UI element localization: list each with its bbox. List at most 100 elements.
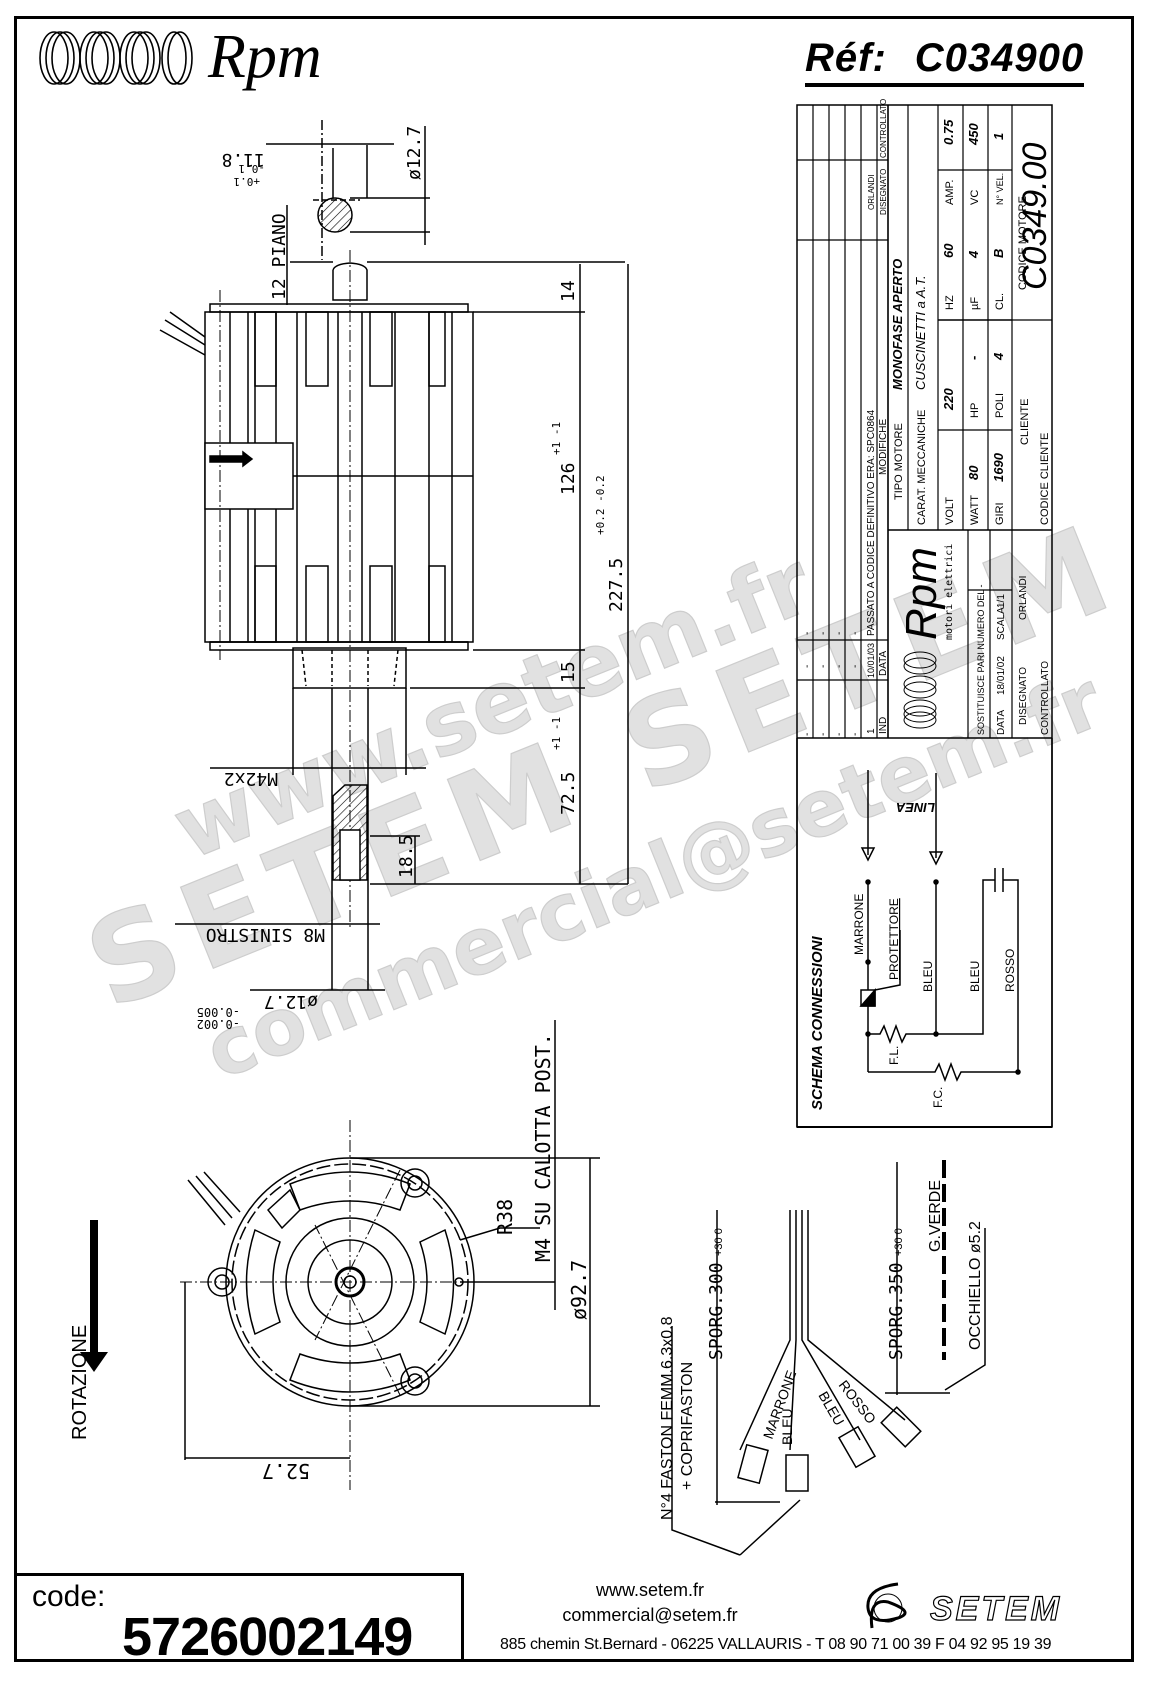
address-line: 885 chemin St.Bernard - 06225 VALLAURIS … — [500, 1636, 1052, 1653]
svg-text:+0.1: +0.1 — [234, 175, 261, 188]
wiring-schema — [796, 738, 1053, 1128]
svg-text:1: 1 — [866, 728, 877, 734]
ref-label: Réf: — [805, 36, 887, 80]
svg-text:-: - — [850, 632, 861, 635]
svg-text:VC: VC — [969, 190, 981, 205]
svg-text:R38: R38 — [493, 1199, 517, 1235]
svg-text:PASSATO A CODICE DEFINITIVO ER: PASSATO A CODICE DEFINITIVO ERA: SPC0864 — [866, 409, 877, 636]
svg-text:4: 4 — [991, 352, 1006, 361]
drawing-frame — [14, 16, 1134, 1662]
svg-text:PROTETTORE: PROTETTORE — [887, 898, 901, 980]
svg-text:BLEU: BLEU — [921, 961, 935, 992]
svg-text:F.C.: F.C. — [931, 1087, 945, 1108]
svg-text:1/1: 1/1 — [996, 594, 1007, 608]
svg-text:15: 15 — [558, 661, 579, 683]
svg-text:1690: 1690 — [991, 452, 1006, 482]
svg-text:motori elettrici: motori elettrici — [944, 544, 955, 640]
svg-text:DISEGNATO: DISEGNATO — [1018, 667, 1029, 725]
website-link[interactable]: www.setem.fr — [595, 1580, 705, 1600]
rotation-arrow-icon — [80, 1220, 108, 1372]
svg-text:CODICE CLIENTE: CODICE CLIENTE — [1039, 433, 1051, 525]
ref-value: C034900 — [914, 36, 1085, 80]
svg-text:+30 0: +30 0 — [713, 1228, 725, 1256]
svg-text:CONTROLLATO: CONTROLLATO — [1040, 661, 1051, 735]
svg-text:CARAT. MECCANICHE: CARAT. MECCANICHE — [916, 410, 928, 525]
brand-logo-text: Rpm — [208, 23, 322, 91]
svg-text:ORLANDI: ORLANDI — [1018, 576, 1029, 620]
svg-text:SCALA: SCALA — [996, 607, 1007, 640]
svg-text:SCHEMA CONNESSIONI: SCHEMA CONNESSIONI — [809, 936, 826, 1110]
svg-text:0.75: 0.75 — [941, 119, 956, 145]
svg-text:18.5: 18.5 — [396, 835, 417, 878]
svg-text:CODICE MOTORE: CODICE MOTORE — [1017, 196, 1029, 290]
svg-text:AMP.: AMP. — [944, 180, 956, 205]
svg-text:-: - — [834, 632, 845, 635]
svg-text:450: 450 — [966, 123, 981, 146]
rpm-coil-logo-icon — [39, 31, 193, 85]
svg-text:-: - — [850, 665, 861, 668]
title-block-text: - - - - 1 - - - - 10/01/03 - - - - PASSA… — [802, 99, 1054, 736]
svg-text:WATT: WATT — [969, 495, 981, 525]
svg-text:80: 80 — [966, 465, 981, 480]
svg-text:CONTROLLATO: CONTROLLATO — [879, 99, 888, 158]
svg-text:BLEU: BLEU — [779, 1408, 795, 1445]
svg-text:M8 SINISTRO: M8 SINISTRO — [206, 924, 325, 945]
svg-text:BLEU: BLEU — [968, 961, 982, 992]
svg-text:N° VEL.: N° VEL. — [995, 173, 1005, 205]
svg-text:M4 SU CALOTTA POST.: M4 SU CALOTTA POST. — [531, 1033, 555, 1262]
svg-text:TIPO MOTORE: TIPO MOTORE — [893, 423, 905, 500]
svg-text:OCCHIELLO ø5.2: OCCHIELLO ø5.2 — [967, 1221, 984, 1350]
svg-text:ROSSO: ROSSO — [1003, 949, 1017, 992]
svg-text:DATA: DATA — [878, 650, 889, 676]
svg-text:IND: IND — [878, 717, 889, 734]
svg-text:CUSCINETTI a A.T.: CUSCINETTI a A.T. — [913, 275, 928, 390]
email-link[interactable]: commercial@setem.fr — [562, 1605, 738, 1625]
svg-text:-: - — [818, 733, 829, 736]
svg-text:POLI: POLI — [994, 393, 1006, 418]
svg-text:+1 -1: +1 -1 — [550, 422, 563, 455]
svg-text:SPORG.350: SPORG.350 — [886, 1262, 907, 1360]
svg-text:HP: HP — [969, 403, 981, 418]
svg-text:10/01/03: 10/01/03 — [866, 643, 876, 678]
setem-globe-logo-icon — [866, 1582, 907, 1629]
svg-text:G.VERDE: G.VERDE — [927, 1180, 944, 1252]
svg-text:+30 0: +30 0 — [893, 1228, 905, 1256]
svg-text:-: - — [802, 665, 813, 668]
svg-text:DATA: DATA — [996, 709, 1007, 735]
svg-text:14: 14 — [558, 280, 579, 302]
lead-labels: N°4 FASTON FEMM.6.3x0.8 + COPRIFASTON SP… — [659, 1180, 984, 1520]
svg-text:HZ: HZ — [944, 295, 956, 310]
svg-text:CLIENTE: CLIENTE — [1019, 399, 1031, 445]
setem-logo: SETEM — [929, 1589, 1063, 1628]
svg-text:DISEGNATO: DISEGNATO — [879, 169, 888, 215]
svg-text:72.5: 72.5 — [558, 772, 579, 815]
svg-text:52.7: 52.7 — [262, 1459, 310, 1483]
svg-text:µF: µF — [969, 297, 981, 310]
end-view — [180, 1020, 600, 1490]
wiring-schema-labels: SCHEMA CONNESSIONI LINEA MARRONE PROTETT… — [809, 800, 1017, 1110]
lead-wires — [671, 1160, 986, 1556]
svg-text:-: - — [850, 733, 861, 736]
svg-text:-: - — [834, 733, 845, 736]
svg-text:GIRI: GIRI — [994, 502, 1006, 525]
svg-text:+0.2 -0.2: +0.2 -0.2 — [594, 475, 607, 535]
svg-text:F.L.: F.L. — [887, 1046, 901, 1065]
svg-text:-: - — [834, 665, 845, 668]
svg-text:-0.005: -0.005 — [197, 1005, 240, 1019]
svg-text:N°4 FASTON FEMM.6.3x0.8: N°4 FASTON FEMM.6.3x0.8 — [659, 1316, 676, 1520]
svg-text:ø12.7: ø12.7 — [404, 126, 425, 180]
svg-text:MONOFASE APERTO: MONOFASE APERTO — [890, 259, 905, 390]
svg-text:18/01/02: 18/01/02 — [996, 656, 1007, 695]
rpm-coil-small-icon — [903, 651, 937, 729]
svg-text:VOLT: VOLT — [944, 497, 956, 525]
svg-text:ø12.7: ø12.7 — [264, 991, 318, 1012]
svg-text:MODIFICHE: MODIFICHE — [878, 419, 889, 475]
svg-text:-: - — [802, 733, 813, 736]
rotation-label: ROTAZIONE — [69, 1325, 91, 1440]
svg-text:ø92.7: ø92.7 — [567, 1260, 591, 1320]
side-view — [159, 120, 629, 991]
svg-text:-: - — [818, 665, 829, 668]
svg-text:60: 60 — [941, 243, 956, 258]
svg-text:-0.1: -0.1 — [239, 162, 266, 175]
